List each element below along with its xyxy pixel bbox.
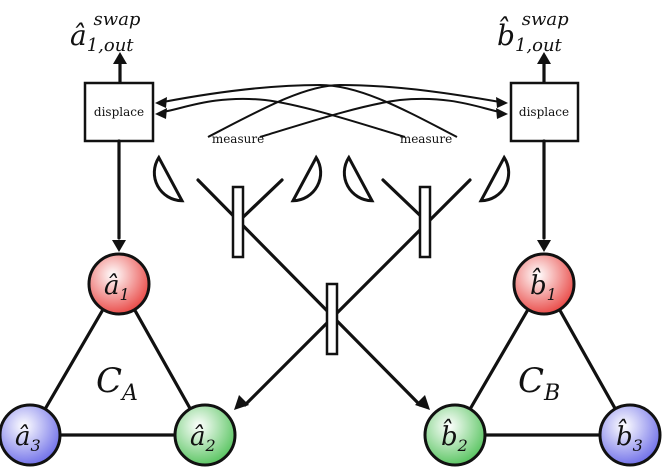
beamsplitter-left bbox=[231, 185, 245, 259]
measure-label-left: measure bbox=[212, 132, 264, 146]
node-b3: b̂3 bbox=[598, 403, 662, 467]
measure-label-right: measure bbox=[400, 132, 452, 146]
feed-arrow-right bbox=[537, 240, 551, 252]
detector-left-1 bbox=[152, 154, 185, 203]
feedforward-arrows bbox=[155, 83, 508, 138]
svg-text:b̂1: b̂1 bbox=[530, 267, 557, 304]
svg-text:displace: displace bbox=[94, 105, 144, 119]
detector-right-2 bbox=[478, 154, 511, 203]
svg-text:b̂3: b̂3 bbox=[616, 418, 643, 455]
svg-text:displace: displace bbox=[519, 105, 569, 119]
output-arrow-left bbox=[113, 52, 127, 86]
detector-left-2 bbox=[290, 154, 323, 203]
node-b2: b̂2 bbox=[423, 403, 487, 467]
detector-right-1 bbox=[342, 154, 375, 203]
cluster-label-b: CB bbox=[518, 361, 560, 406]
output-arrow-right bbox=[537, 52, 551, 86]
output-label-b: b̂1,outswap bbox=[497, 9, 569, 56]
node-a2: â2 bbox=[173, 403, 237, 467]
node-b1: b̂1 bbox=[512, 252, 576, 316]
svg-text:â2: â2 bbox=[190, 422, 216, 455]
svg-text:â1: â1 bbox=[104, 271, 130, 304]
displace-box-left: displace bbox=[83, 81, 155, 143]
output-label-a: â1,outswap bbox=[70, 9, 141, 56]
feed-arrow-left bbox=[112, 240, 126, 252]
cluster-label-a: CA bbox=[96, 361, 138, 406]
beam-arrow-b2 bbox=[415, 395, 430, 410]
beam-arrow-a2 bbox=[234, 395, 249, 410]
svg-text:â3: â3 bbox=[15, 422, 41, 455]
node-a1: â1 bbox=[87, 252, 151, 316]
beamsplitter-center bbox=[325, 282, 339, 356]
svg-text:b̂2: b̂2 bbox=[441, 418, 468, 455]
node-a3: â3 bbox=[0, 403, 62, 467]
beamsplitter-right bbox=[418, 185, 432, 259]
displace-box-right: displace bbox=[509, 81, 580, 143]
